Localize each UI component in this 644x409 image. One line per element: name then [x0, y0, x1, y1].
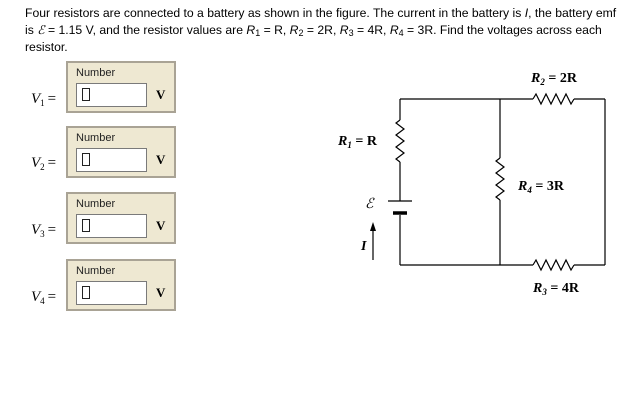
variable-label: V1=: [31, 91, 57, 108]
number-label: Number: [76, 198, 116, 210]
answer-row-v3: V3= Number V: [0, 192, 200, 252]
answer-row-v2: V2= Number V: [0, 126, 200, 186]
v4-input[interactable]: [76, 281, 147, 305]
emf-symbol: ℰ: [37, 23, 45, 37]
answer-box-v1: Number V: [66, 61, 176, 113]
unit-label: V: [156, 218, 166, 233]
answer-box-v3: Number V: [66, 192, 176, 244]
resistor-r4-symbol: [495, 157, 505, 201]
current-label: I: [360, 239, 367, 254]
number-label: Number: [76, 132, 116, 144]
text-cursor-icon: [82, 88, 90, 101]
number-label: Number: [76, 67, 116, 79]
resistor-r3-symbol: [532, 258, 575, 272]
text-cursor-icon: [82, 219, 90, 232]
variable-label: V4=: [31, 289, 57, 306]
problem-statement: Four resistors are connected to a batter…: [25, 6, 617, 54]
text-cursor-icon: [82, 153, 90, 166]
answer-row-v4: V4= Number V: [0, 259, 200, 319]
resistor-r1-symbol: [395, 119, 405, 163]
emf-label: ℰ: [365, 197, 375, 212]
r1-label: R1 = R: [337, 134, 378, 150]
v2-input[interactable]: [76, 148, 147, 172]
variable-label: V2=: [31, 155, 57, 172]
current-arrow-head-icon: [370, 222, 376, 231]
current-symbol: I: [524, 6, 529, 20]
r2-label: R2 = 2R: [530, 71, 578, 87]
r4-label: R4 = 3R: [517, 179, 565, 195]
r3-label: R3 = 4R: [532, 281, 580, 297]
resistor-r2-symbol: [532, 92, 575, 106]
unit-label: V: [156, 87, 166, 102]
v3-input[interactable]: [76, 214, 147, 238]
unit-label: V: [156, 285, 166, 300]
answer-box-v2: Number V: [66, 126, 176, 178]
variable-label: V3=: [31, 222, 57, 239]
text-cursor-icon: [82, 286, 90, 299]
v1-input[interactable]: [76, 83, 147, 107]
answer-row-v1: V1= Number V: [0, 60, 200, 120]
unit-label: V: [156, 152, 166, 167]
answer-box-v4: Number V: [66, 259, 176, 311]
number-label: Number: [76, 265, 116, 277]
